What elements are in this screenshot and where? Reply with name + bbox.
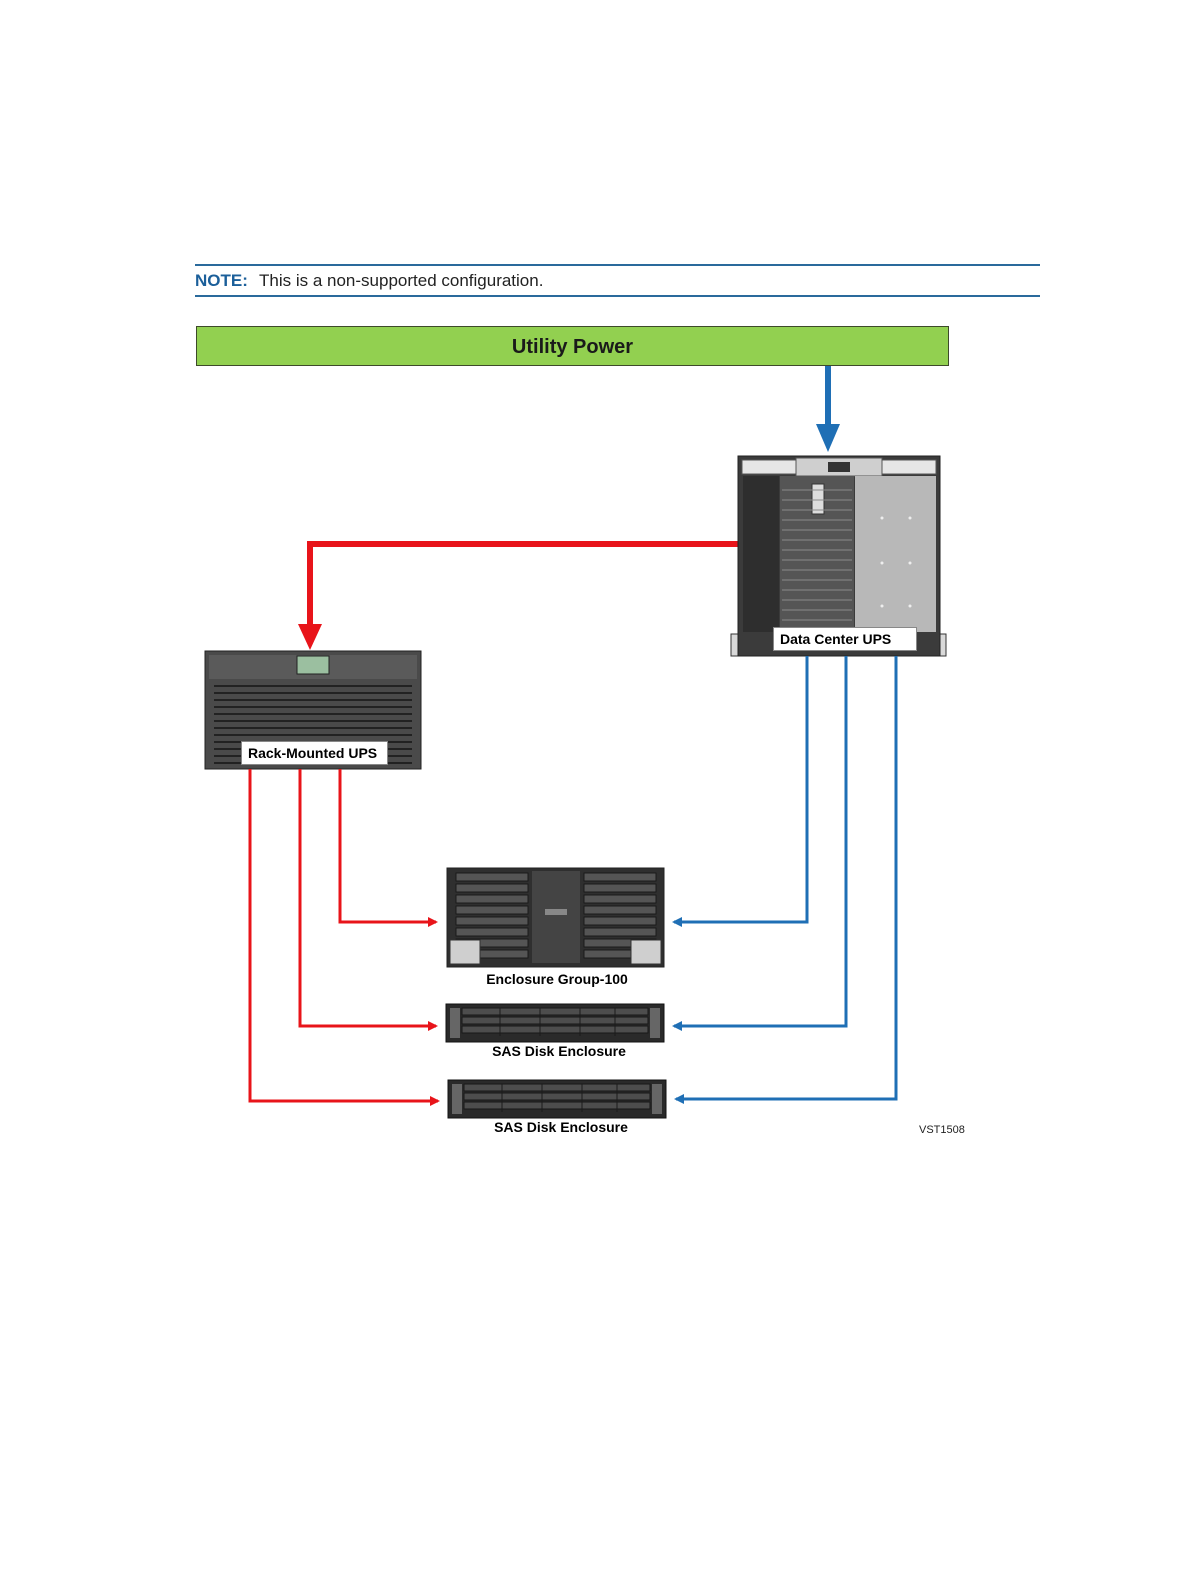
dc-ups-to-rack-ups-arrow xyxy=(298,544,738,650)
data-center-ups-device xyxy=(731,456,946,656)
enclosure-group-label: Enclosure Group-100 xyxy=(447,971,667,987)
sas-disk-enclosure-2-label: SAS Disk Enclosure xyxy=(451,1119,671,1135)
red-power-lines xyxy=(250,769,438,1101)
sas-disk-enclosure-1-label: SAS Disk Enclosure xyxy=(449,1043,669,1059)
blue-power-lines xyxy=(674,656,896,1099)
figure-id: VST1508 xyxy=(919,1124,965,1136)
sas-disk-enclosure-2-device xyxy=(448,1080,666,1118)
data-center-ups-label: Data Center UPS xyxy=(773,627,917,651)
sas-disk-enclosure-1-device xyxy=(446,1004,664,1042)
enclosure-group-100-device xyxy=(447,868,664,967)
rack-mounted-ups-label: Rack-Mounted UPS xyxy=(241,741,388,765)
utility-to-dc-ups-arrow xyxy=(816,366,840,452)
